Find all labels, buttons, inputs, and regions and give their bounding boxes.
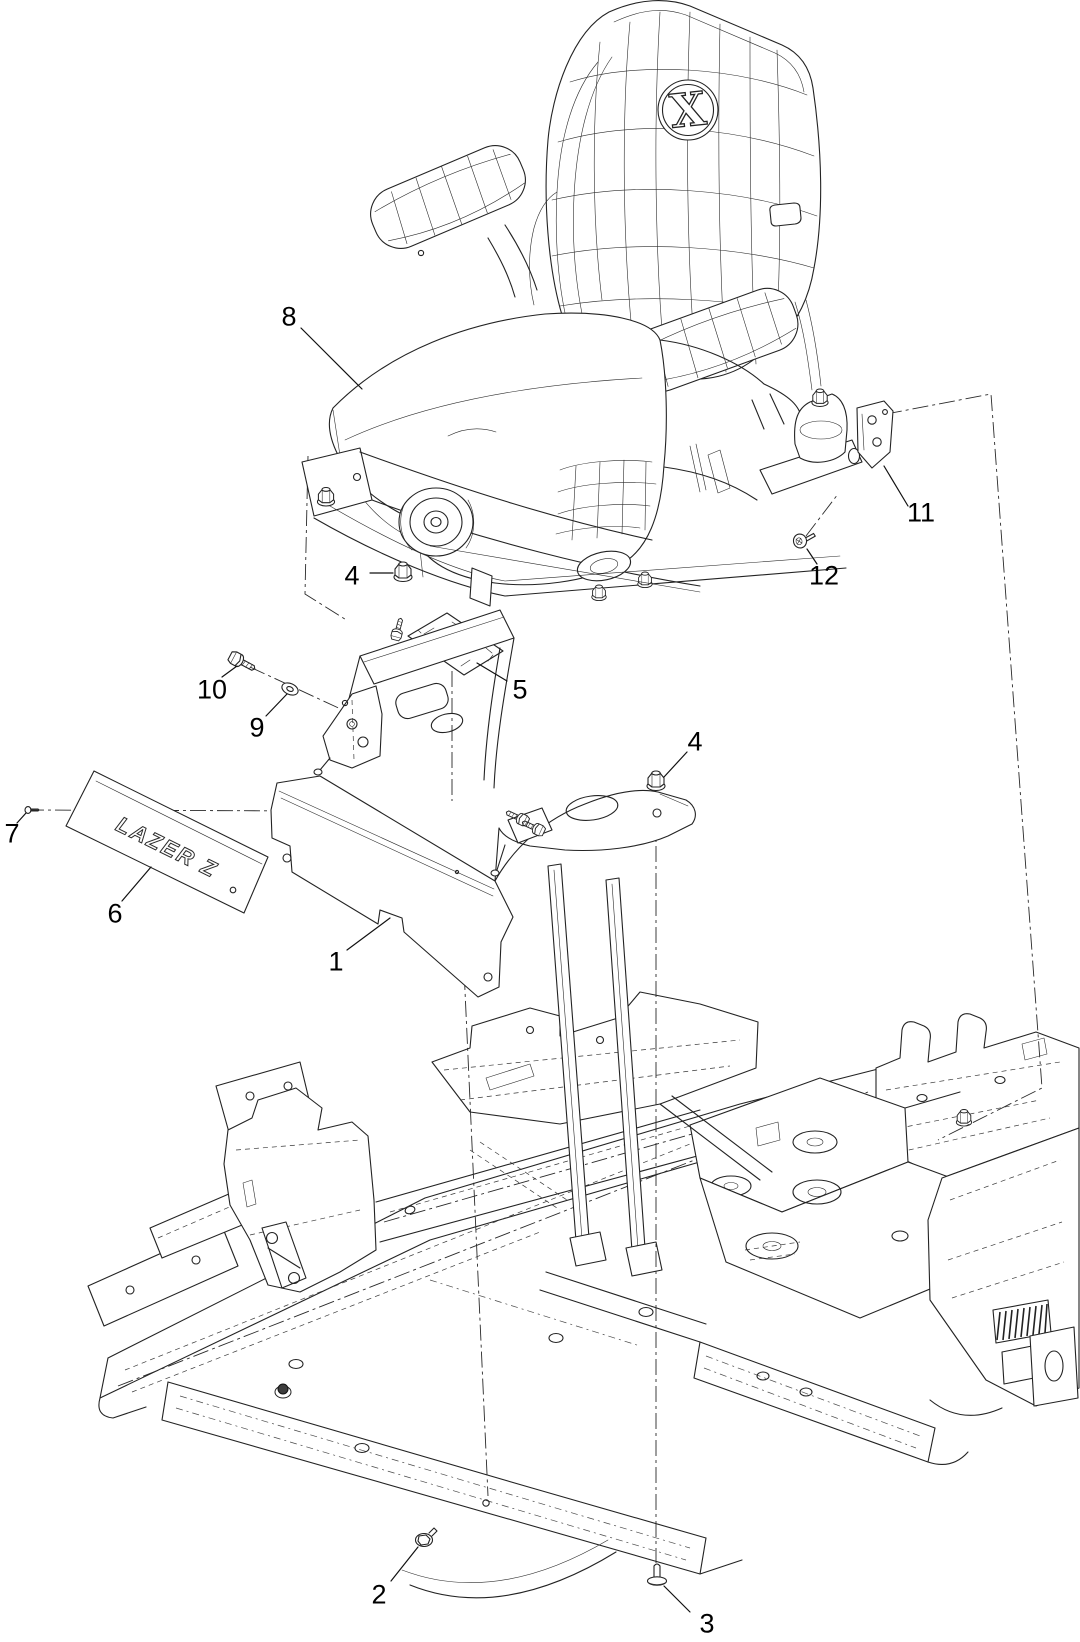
suspension-mount	[759, 388, 863, 495]
support-bracket	[313, 609, 515, 789]
leader-lines	[16, 327, 909, 1613]
bolt-10	[226, 649, 259, 676]
callout-7: 7	[4, 818, 20, 849]
frame-chassis	[87, 863, 1080, 1599]
callout-1: 1	[328, 946, 344, 977]
brand-logo-letter: X	[667, 81, 708, 138]
screw-3	[646, 1563, 668, 1586]
callout-9: 9	[249, 712, 265, 743]
callout-12: 12	[808, 560, 840, 591]
callout-4a: 4	[344, 560, 360, 591]
callout-11: 11	[906, 497, 936, 528]
callout-4b: 4	[687, 726, 703, 757]
bracket-11	[856, 400, 894, 469]
seat-base	[301, 447, 847, 607]
pivot-bracket-left	[313, 685, 383, 776]
screw-12	[791, 529, 818, 550]
callout-6: 6	[107, 898, 123, 929]
seat-cushion	[328, 312, 667, 586]
washer-9	[279, 679, 301, 699]
callout-3: 3	[699, 1608, 715, 1639]
callout-10: 10	[196, 674, 228, 705]
frame-bolt	[274, 1383, 292, 1399]
hitch-plate	[1029, 1326, 1079, 1407]
callout-8: 8	[281, 301, 297, 332]
brand-logo-roundel: X	[657, 79, 719, 141]
badge-lazer-z: LAZER Z	[65, 770, 269, 914]
serial-plate-hatch	[992, 1299, 1052, 1344]
seat-roller	[398, 487, 475, 557]
wing-plate	[490, 789, 696, 882]
wing-bracket-bolts	[490, 806, 553, 877]
nut-4b	[646, 770, 666, 792]
callout-2: 2	[371, 1579, 387, 1610]
armrest-left	[370, 145, 526, 249]
callout-5: 5	[512, 674, 528, 705]
seat-plate-1	[270, 775, 514, 998]
seat-backrest	[529, 0, 822, 391]
seat-assembly: X	[301, 0, 894, 607]
seat-tower-straps	[547, 863, 663, 1277]
bolt-2	[414, 1527, 438, 1548]
